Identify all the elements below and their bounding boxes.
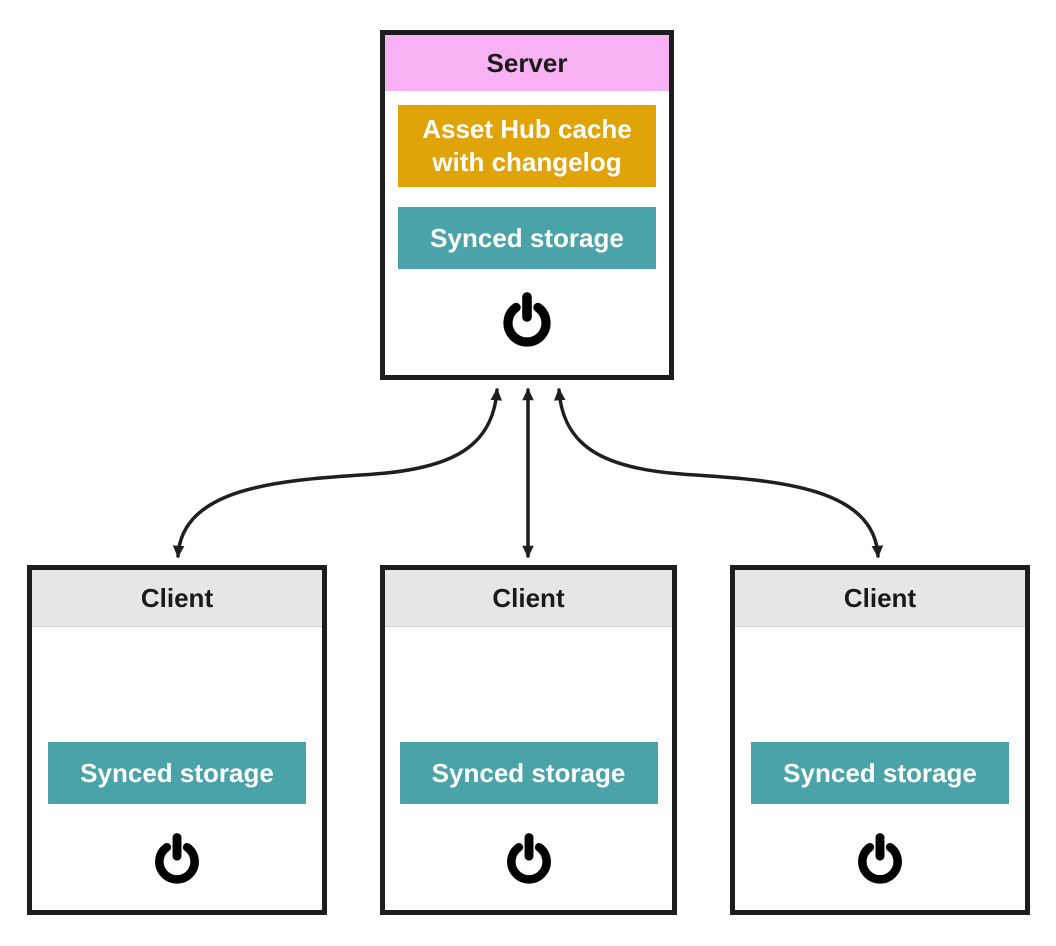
client-title: Client bbox=[492, 582, 565, 613]
arrow-server-client-left bbox=[172, 388, 503, 558]
client-box-2: Client Synced storage bbox=[380, 565, 677, 915]
client-title: Client bbox=[140, 582, 214, 613]
power-icon bbox=[503, 292, 551, 347]
client-box-3: Client Synced storage bbox=[730, 565, 1030, 915]
client-header: Client bbox=[735, 570, 1025, 627]
client-synced-storage-node: Synced storage bbox=[48, 742, 306, 804]
client-power-icon bbox=[32, 832, 322, 884]
client-box-1: Client Synced storage bbox=[27, 565, 327, 915]
client-header: Client bbox=[32, 570, 322, 627]
power-icon bbox=[155, 833, 199, 884]
client-power-icon bbox=[385, 832, 672, 884]
arrow-server-client-right bbox=[553, 388, 884, 558]
client-synced-storage-node: Synced storage bbox=[751, 742, 1009, 804]
server-title: Server bbox=[486, 47, 568, 78]
client-synced-storage-node: Synced storage bbox=[399, 742, 658, 804]
server-synced-storage-node: Synced storage bbox=[398, 207, 656, 269]
server-power-icon bbox=[385, 291, 669, 347]
power-icon bbox=[858, 833, 902, 884]
client-header: Client bbox=[385, 570, 672, 627]
client-title: Client bbox=[843, 582, 917, 613]
asset-hub-cache-node: Asset Hub cache with changelog bbox=[398, 105, 656, 187]
server-box: Server Asset Hub cache with changelog Sy… bbox=[380, 30, 674, 380]
server-header: Server bbox=[385, 35, 669, 91]
client-power-icon bbox=[735, 832, 1025, 884]
power-icon bbox=[506, 833, 551, 884]
